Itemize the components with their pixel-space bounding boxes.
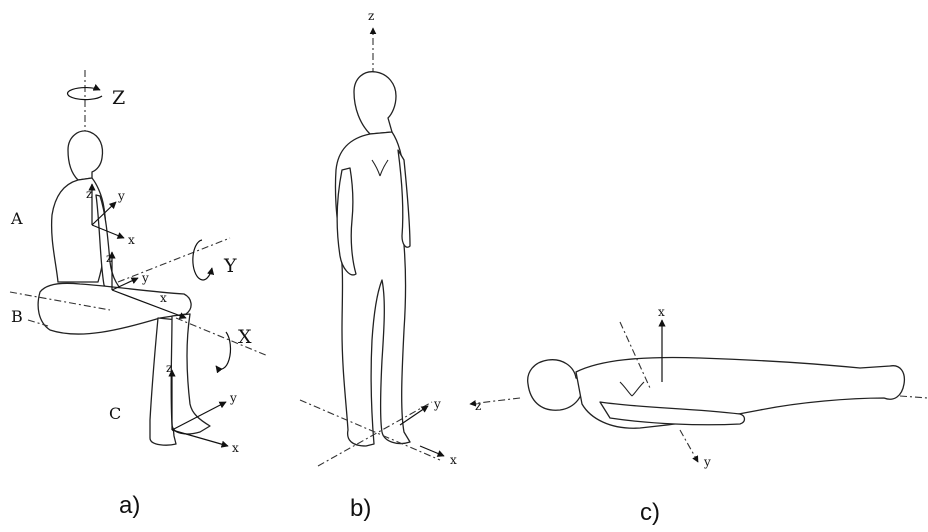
svg-text:y: y — [703, 455, 711, 469]
svg-text:z: z — [86, 187, 92, 201]
svg-text:x: x — [160, 291, 167, 305]
svg-text:y: y — [229, 391, 237, 405]
point-b-label: B — [11, 307, 23, 326]
panel-b-standing: z y x b) — [300, 9, 457, 522]
svg-text:z: z — [475, 399, 481, 413]
panel-b-caption: b) — [350, 495, 371, 522]
y-rotation-label: Y — [223, 255, 237, 277]
svg-text:x: x — [232, 441, 239, 455]
svg-text:y: y — [433, 397, 441, 411]
standing-body-outline — [335, 72, 410, 446]
z-rotation-label: Z — [112, 87, 125, 109]
panel-a-caption: a) — [119, 492, 140, 519]
lying-body-outline — [528, 358, 905, 429]
y-rotation-axis — [118, 238, 230, 282]
seated-body-outline — [38, 131, 210, 445]
panel-c-lying: z x y c) — [470, 305, 928, 526]
svg-text:z: z — [106, 251, 112, 265]
svg-text:x: x — [128, 233, 135, 247]
x-rotation-axis — [176, 318, 268, 356]
point-c-label: C — [109, 404, 121, 423]
svg-text:y: y — [117, 189, 125, 203]
svg-text:x: x — [658, 305, 665, 319]
ground-line-2 — [318, 402, 432, 466]
panel-a-seated: Z Y X A B — [10, 70, 268, 519]
y-rotation-arrow-icon — [193, 240, 212, 280]
svg-text:z: z — [368, 9, 374, 23]
svg-text:y: y — [141, 271, 149, 285]
panel-c-caption: c) — [640, 499, 660, 526]
svg-text:x: x — [450, 453, 457, 467]
svg-text:z: z — [166, 361, 172, 375]
x-rotation-label: X — [238, 326, 252, 348]
point-a-label: A — [10, 209, 23, 228]
